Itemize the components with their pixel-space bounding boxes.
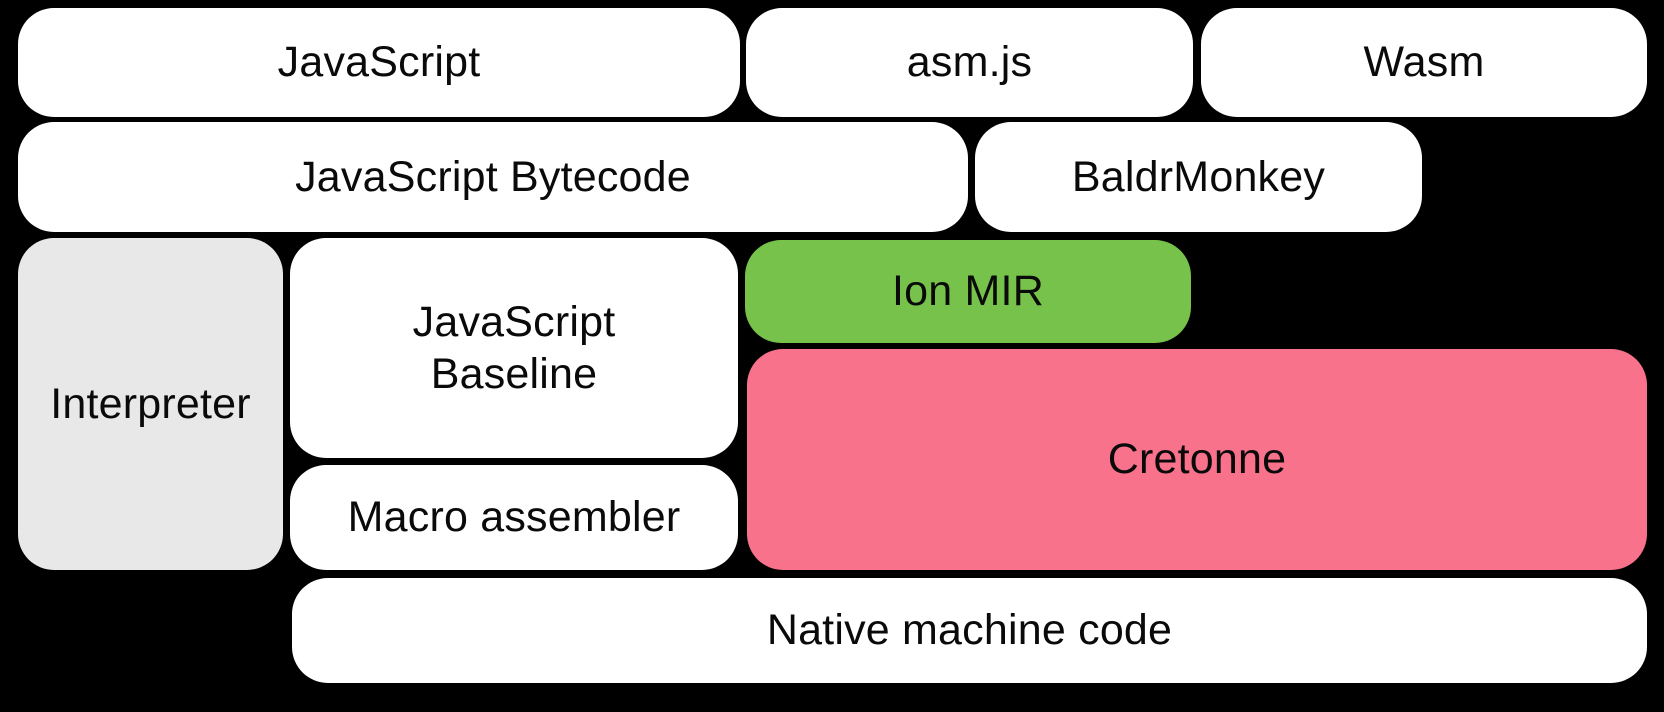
box-javascript-label: JavaScript bbox=[277, 38, 481, 87]
box-native-machine-code-label: Native machine code bbox=[766, 606, 1173, 655]
box-javascript-bytecode: JavaScript Bytecode bbox=[18, 122, 968, 232]
box-interpreter: Interpreter bbox=[18, 238, 283, 570]
box-javascript-baseline: JavaScript Baseline bbox=[290, 238, 738, 458]
box-macro-assembler-label: Macro assembler bbox=[347, 493, 681, 542]
box-javascript-baseline-label: JavaScript Baseline bbox=[412, 297, 616, 398]
box-native-machine-code: Native machine code bbox=[292, 578, 1647, 683]
box-baldrmonkey: BaldrMonkey bbox=[975, 122, 1422, 232]
box-cretonne-label: Cretonne bbox=[1107, 435, 1287, 484]
box-asmjs: asm.js bbox=[746, 8, 1193, 117]
box-wasm: Wasm bbox=[1201, 8, 1647, 117]
box-wasm-label: Wasm bbox=[1363, 38, 1485, 87]
box-macro-assembler: Macro assembler bbox=[290, 465, 738, 570]
box-ion-mir: Ion MIR bbox=[745, 240, 1191, 343]
box-baldrmonkey-label: BaldrMonkey bbox=[1071, 152, 1326, 201]
box-interpreter-label: Interpreter bbox=[50, 379, 251, 428]
box-asmjs-label: asm.js bbox=[906, 38, 1033, 87]
box-ion-mir-label: Ion MIR bbox=[892, 267, 1044, 316]
box-cretonne: Cretonne bbox=[747, 349, 1647, 570]
box-javascript-bytecode-label: JavaScript Bytecode bbox=[295, 152, 691, 201]
box-javascript: JavaScript bbox=[18, 8, 740, 117]
